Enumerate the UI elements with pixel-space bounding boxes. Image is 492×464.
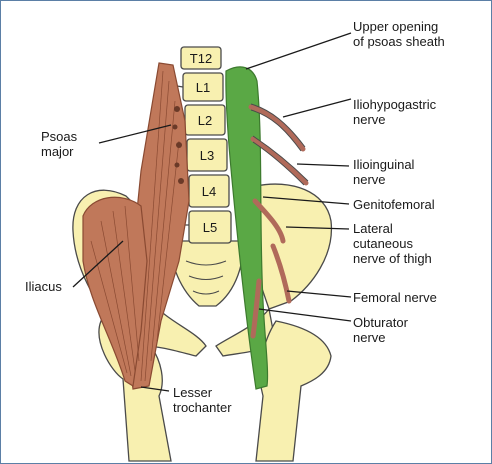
vertebra-label-l4: L4 xyxy=(201,184,217,199)
label-lesser-trochanter: Lesser trochanter xyxy=(173,385,232,415)
vertebra-label-l5: L5 xyxy=(202,220,218,235)
label-femoral-nerve: Femoral nerve xyxy=(353,290,437,305)
right-femur xyxy=(255,320,332,462)
nerves xyxy=(248,104,309,339)
label-genitofemoral: Genitofemoral xyxy=(353,197,435,212)
label-upper-opening: Upper opening of psoas sheath xyxy=(353,19,445,49)
lumbar-plexus-nodes xyxy=(172,106,184,184)
vertebra-label-t12: T12 xyxy=(189,51,213,66)
sacrum xyxy=(170,240,243,307)
vertebra-label-l2: L2 xyxy=(197,113,213,128)
nerve-outlines xyxy=(250,103,309,186)
vertebra-label-l3: L3 xyxy=(199,148,215,163)
label-obturator: Obturator nerve xyxy=(353,315,408,345)
label-iliohypogastric: Iliohypogastric nerve xyxy=(353,97,437,127)
leader-lines xyxy=(72,32,352,392)
vertebra-label-l1: L1 xyxy=(195,80,211,95)
label-psoas-major: Psoas major xyxy=(41,129,78,159)
label-iliacus: Iliacus xyxy=(25,279,62,294)
label-ilioinguinal: Ilioinguinal nerve xyxy=(353,157,415,187)
label-lateral-cutaneous: Lateral cutaneous nerve of thigh xyxy=(353,221,432,266)
